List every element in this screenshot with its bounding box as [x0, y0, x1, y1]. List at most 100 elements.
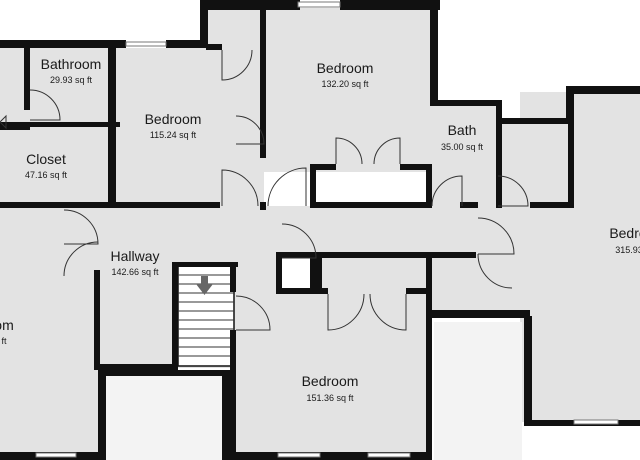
room-area: 142.66 sq ft	[111, 267, 159, 277]
room-area: 29.93 sq ft	[50, 75, 93, 85]
wall	[94, 270, 100, 370]
wall	[310, 252, 316, 292]
room-name: Bedroom	[145, 111, 202, 127]
door-swing	[327, 293, 365, 331]
room-area: 115.24 sq ft	[150, 130, 197, 140]
wall	[496, 100, 502, 208]
wall	[200, 0, 300, 10]
room-area: 47.16 sq ft	[25, 170, 68, 180]
room-entry-fill	[206, 10, 264, 50]
arrow-down-icon	[196, 276, 213, 295]
room-area: 151.36 sq ft	[306, 393, 354, 403]
wall	[566, 86, 640, 94]
wall	[166, 40, 206, 48]
room-area: 35.00 sq ft	[441, 142, 484, 152]
wall	[310, 202, 432, 208]
door-swing	[235, 295, 271, 331]
wall	[172, 262, 238, 267]
wall	[426, 252, 432, 460]
door-swing	[267, 167, 307, 207]
wall	[260, 202, 266, 210]
wall	[0, 125, 30, 130]
room-bedroom-top-fill	[264, 8, 430, 172]
room-area: 315.93	[615, 245, 640, 255]
door-swing	[477, 253, 513, 289]
room-name: Bedroom	[317, 60, 374, 76]
window	[35, 452, 77, 458]
door-swing	[431, 175, 463, 207]
wall	[310, 164, 336, 170]
wall	[172, 264, 178, 370]
room-name: om	[0, 317, 14, 333]
wall	[340, 0, 440, 10]
window	[277, 452, 321, 458]
wall	[222, 370, 230, 460]
doors	[0, 49, 529, 331]
room-bedroom-bottom-fill	[234, 290, 430, 460]
window	[125, 41, 167, 47]
wall	[0, 40, 126, 48]
wall	[568, 118, 574, 208]
wall	[530, 202, 570, 208]
windows	[35, 1, 619, 458]
room-bath-fill	[430, 100, 498, 206]
room-right-lower-fill	[430, 258, 530, 318]
room-name: Bath	[448, 122, 477, 138]
wall	[310, 252, 432, 258]
window	[367, 452, 411, 458]
wall	[0, 122, 120, 127]
room-labels: Bathroom 29.93 sq ft Closet 47.16 sq ft …	[0, 56, 640, 403]
stairs	[177, 265, 235, 367]
wall	[276, 252, 282, 294]
outside-lower-right	[434, 322, 522, 460]
wall	[426, 164, 432, 208]
door-swing	[373, 137, 401, 165]
wall	[566, 86, 574, 122]
wall	[0, 202, 220, 208]
door-swing	[477, 217, 515, 255]
room-name: Hallway	[110, 248, 159, 264]
wall	[24, 40, 30, 110]
door-swing	[369, 293, 407, 331]
wall	[430, 252, 476, 258]
wall	[98, 370, 228, 376]
wall	[496, 118, 574, 124]
wall	[230, 330, 236, 460]
room-bathroom-fill	[30, 48, 116, 126]
wall	[230, 262, 236, 292]
wall	[276, 252, 316, 258]
wall	[400, 164, 432, 170]
window	[573, 419, 619, 425]
room-name: Bathroom	[41, 56, 102, 72]
door-swing	[221, 169, 259, 207]
wall	[94, 364, 176, 370]
wall	[260, 8, 266, 158]
door-swing	[335, 137, 363, 165]
room-name: Bedroom	[302, 373, 359, 389]
door-swing	[29, 89, 61, 121]
wall	[406, 288, 432, 294]
wall	[524, 316, 532, 426]
room-left-fill	[0, 258, 98, 460]
room-name: Closet	[26, 151, 66, 167]
door-swing	[497, 175, 529, 207]
door-swing	[63, 241, 99, 277]
room-area: 132.20 sq ft	[321, 79, 369, 89]
door-swing	[281, 223, 317, 259]
wall	[98, 370, 106, 460]
outside-lower-left	[106, 376, 222, 460]
wall	[278, 288, 328, 294]
wall	[200, 0, 208, 48]
door-swing	[221, 49, 253, 81]
wall	[230, 452, 430, 460]
wall	[316, 258, 322, 294]
window	[297, 1, 341, 8]
wall	[206, 44, 222, 50]
door-swing	[0, 114, 7, 130]
room-name: Bedro	[609, 225, 640, 241]
wall	[430, 0, 438, 104]
room-bedroom-left-fill	[116, 48, 264, 206]
wall	[460, 202, 478, 208]
wall	[430, 100, 500, 106]
